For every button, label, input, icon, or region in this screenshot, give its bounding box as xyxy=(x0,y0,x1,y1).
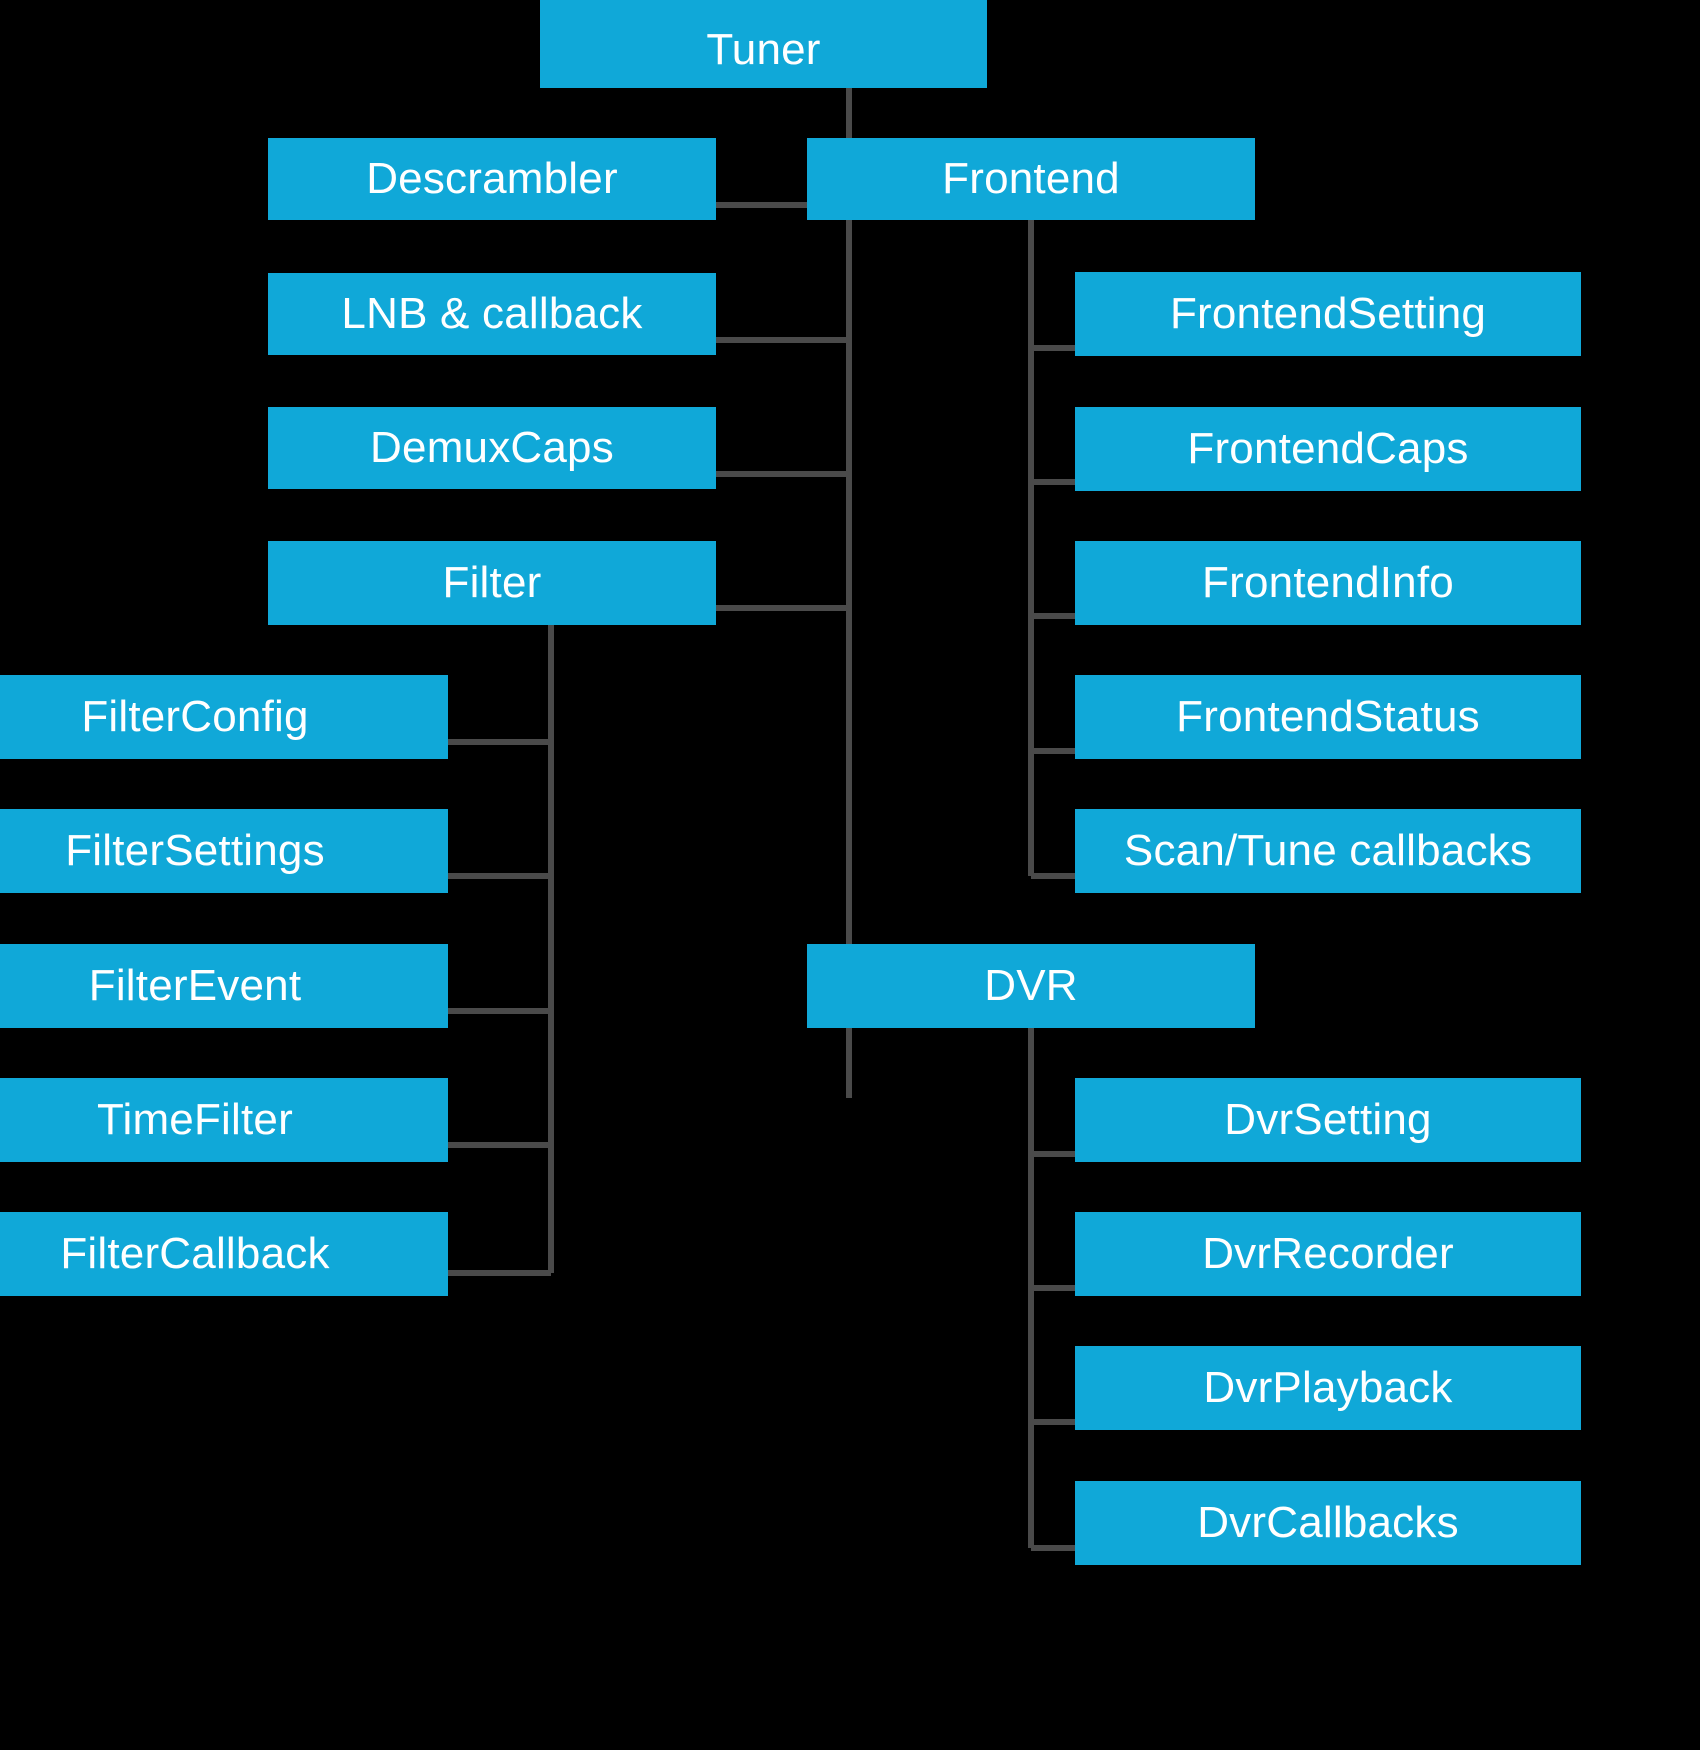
node-filter-callback-label: FilterCallback xyxy=(60,1229,330,1278)
node-filter-callback[interactable]: FilterCallback xyxy=(0,1212,448,1296)
node-time-filter-label: TimeFilter xyxy=(97,1095,293,1144)
node-frontend-label: Frontend xyxy=(942,154,1120,203)
node-frontend-caps[interactable]: FrontendCaps xyxy=(1075,407,1581,491)
node-tuner-label: Tuner xyxy=(706,25,821,74)
node-dvr-setting[interactable]: DvrSetting xyxy=(1075,1078,1581,1162)
node-filter-event-label: FilterEvent xyxy=(88,961,302,1010)
node-dvr-callbacks-label: DvrCallbacks xyxy=(1197,1498,1459,1547)
node-scan-tune-callbacks[interactable]: Scan/Tune callbacks xyxy=(1075,809,1581,893)
node-tuner[interactable]: Tuner xyxy=(540,0,987,88)
node-scan-tune-callbacks-label: Scan/Tune callbacks xyxy=(1123,826,1533,875)
node-frontend-setting[interactable]: FrontendSetting xyxy=(1075,272,1581,356)
node-frontend-info-label: FrontendInfo xyxy=(1202,558,1454,607)
node-frontend-status-label: FrontendStatus xyxy=(1176,692,1480,741)
node-frontend-info[interactable]: FrontendInfo xyxy=(1075,541,1581,625)
node-dvr-label: DVR xyxy=(984,961,1078,1010)
node-time-filter[interactable]: TimeFilter xyxy=(0,1078,448,1162)
node-lnb-callback-label: LNB & callback xyxy=(341,289,643,338)
node-filter[interactable]: Filter xyxy=(268,541,716,625)
node-dvr-callbacks[interactable]: DvrCallbacks xyxy=(1075,1481,1581,1565)
node-demux-caps[interactable]: DemuxCaps xyxy=(268,407,716,489)
node-dvr-setting-label: DvrSetting xyxy=(1224,1095,1432,1144)
node-frontend-setting-label: FrontendSetting xyxy=(1169,289,1487,338)
node-descrambler-label: Descrambler xyxy=(366,154,618,203)
node-frontend-caps-label: FrontendCaps xyxy=(1187,424,1469,473)
node-dvr-playback[interactable]: DvrPlayback xyxy=(1075,1346,1581,1430)
node-dvr[interactable]: DVR xyxy=(807,944,1255,1028)
node-descrambler[interactable]: Descrambler xyxy=(268,138,716,220)
node-filter-event[interactable]: FilterEvent xyxy=(0,944,448,1028)
node-filter-settings[interactable]: FilterSettings xyxy=(0,809,448,893)
node-dvr-recorder-label: DvrRecorder xyxy=(1202,1229,1454,1278)
node-frontend[interactable]: Frontend xyxy=(807,138,1255,220)
node-demux-caps-label: DemuxCaps xyxy=(370,423,614,472)
node-frontend-status[interactable]: FrontendStatus xyxy=(1075,675,1581,759)
node-filter-config[interactable]: FilterConfig xyxy=(0,675,448,759)
node-filter-config-label: FilterConfig xyxy=(81,692,309,741)
node-lnb-callback[interactable]: LNB & callback xyxy=(268,273,716,355)
node-filter-settings-label: FilterSettings xyxy=(65,826,325,875)
node-filter-label: Filter xyxy=(442,558,542,607)
node-dvr-playback-label: DvrPlayback xyxy=(1203,1363,1453,1412)
node-dvr-recorder[interactable]: DvrRecorder xyxy=(1075,1212,1581,1296)
